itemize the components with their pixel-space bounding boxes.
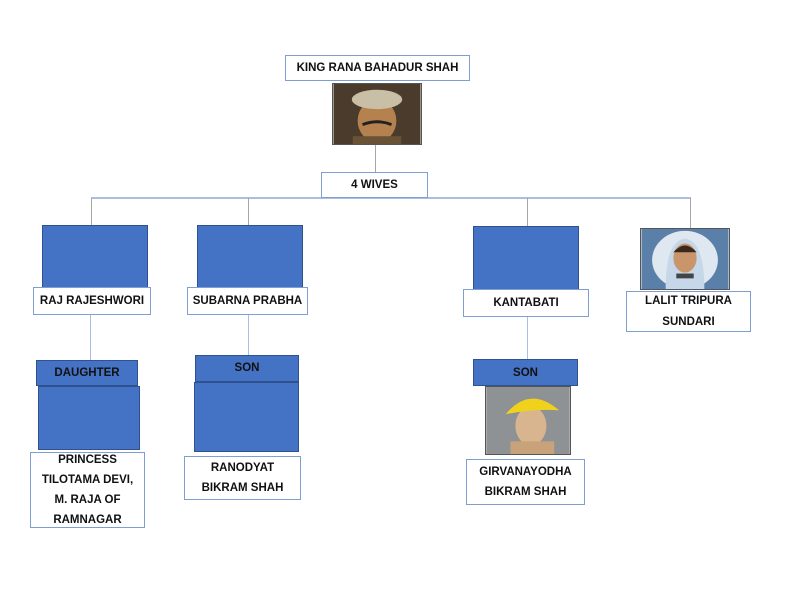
wife-3-child-name: GIRVANAYODHA BIKRAM SHAH [479, 465, 572, 498]
wife-2-name-box: SUBARNA PRABHA [187, 287, 308, 315]
wife-3-child-name-box: GIRVANAYODHA BIKRAM SHAH [466, 459, 585, 505]
wife-3-name: KANTABATI [493, 296, 559, 309]
wife-2-child-placeholder [194, 382, 299, 452]
wife-1-child-name: PRINCESS TILOTAMA DEVI, M. RAJA OF RAMNA… [41, 453, 134, 527]
relation-label: SON [234, 362, 260, 374]
wife-2-name: SUBARNA PRABHA [192, 294, 303, 307]
wife-1-child-placeholder [38, 386, 140, 450]
king-portrait [332, 83, 422, 145]
wife-3-placeholder [473, 226, 579, 290]
wife-2-child-relation: SON [195, 355, 299, 382]
wife-1-name-box: RAJ RAJESHWORI [33, 287, 151, 315]
wife-4-name-box: LALIT TRIPURA SUNDARI [626, 291, 751, 332]
wife-4-portrait [640, 228, 730, 290]
connector-child-1 [90, 315, 91, 360]
relation-label: SON [513, 366, 538, 379]
connector-wife-3 [527, 198, 528, 226]
connector-king-wives [375, 145, 376, 172]
wife-3-child-portrait [485, 386, 571, 455]
connector-horizontal [91, 197, 691, 199]
wife-1-child-name-box: PRINCESS TILOTAMA DEVI, M. RAJA OF RAMNA… [30, 452, 145, 528]
connector-child-3 [527, 317, 528, 359]
wife-3-child-relation: SON [473, 359, 578, 386]
wife-2-child-name: RANODYAT BIKRAM SHAH [201, 461, 284, 494]
king-name-box: KING RANA BAHADUR SHAH [285, 55, 470, 81]
wife-1-child-relation: DAUGHTER [36, 360, 138, 386]
relation-label: DAUGHTER [54, 367, 120, 379]
connector-wife-1 [91, 198, 92, 225]
wife-2-child-name-box: RANODYAT BIKRAM SHAH [184, 456, 301, 500]
wife-1-placeholder [42, 225, 148, 288]
connector-wife-4 [690, 198, 691, 228]
connector-wife-2 [248, 198, 249, 225]
wife-3-name-box: KANTABATI [463, 289, 589, 317]
wife-1-name: RAJ RAJESHWORI [39, 294, 145, 307]
connector-child-2 [248, 315, 249, 355]
wives-label-box: 4 WIVES [321, 172, 428, 198]
king-name: KING RANA BAHADUR SHAH [296, 61, 459, 74]
wife-2-placeholder [197, 225, 303, 288]
wife-4-name: LALIT TRIPURA SUNDARI [645, 295, 732, 328]
wives-label: 4 WIVES [351, 178, 398, 191]
